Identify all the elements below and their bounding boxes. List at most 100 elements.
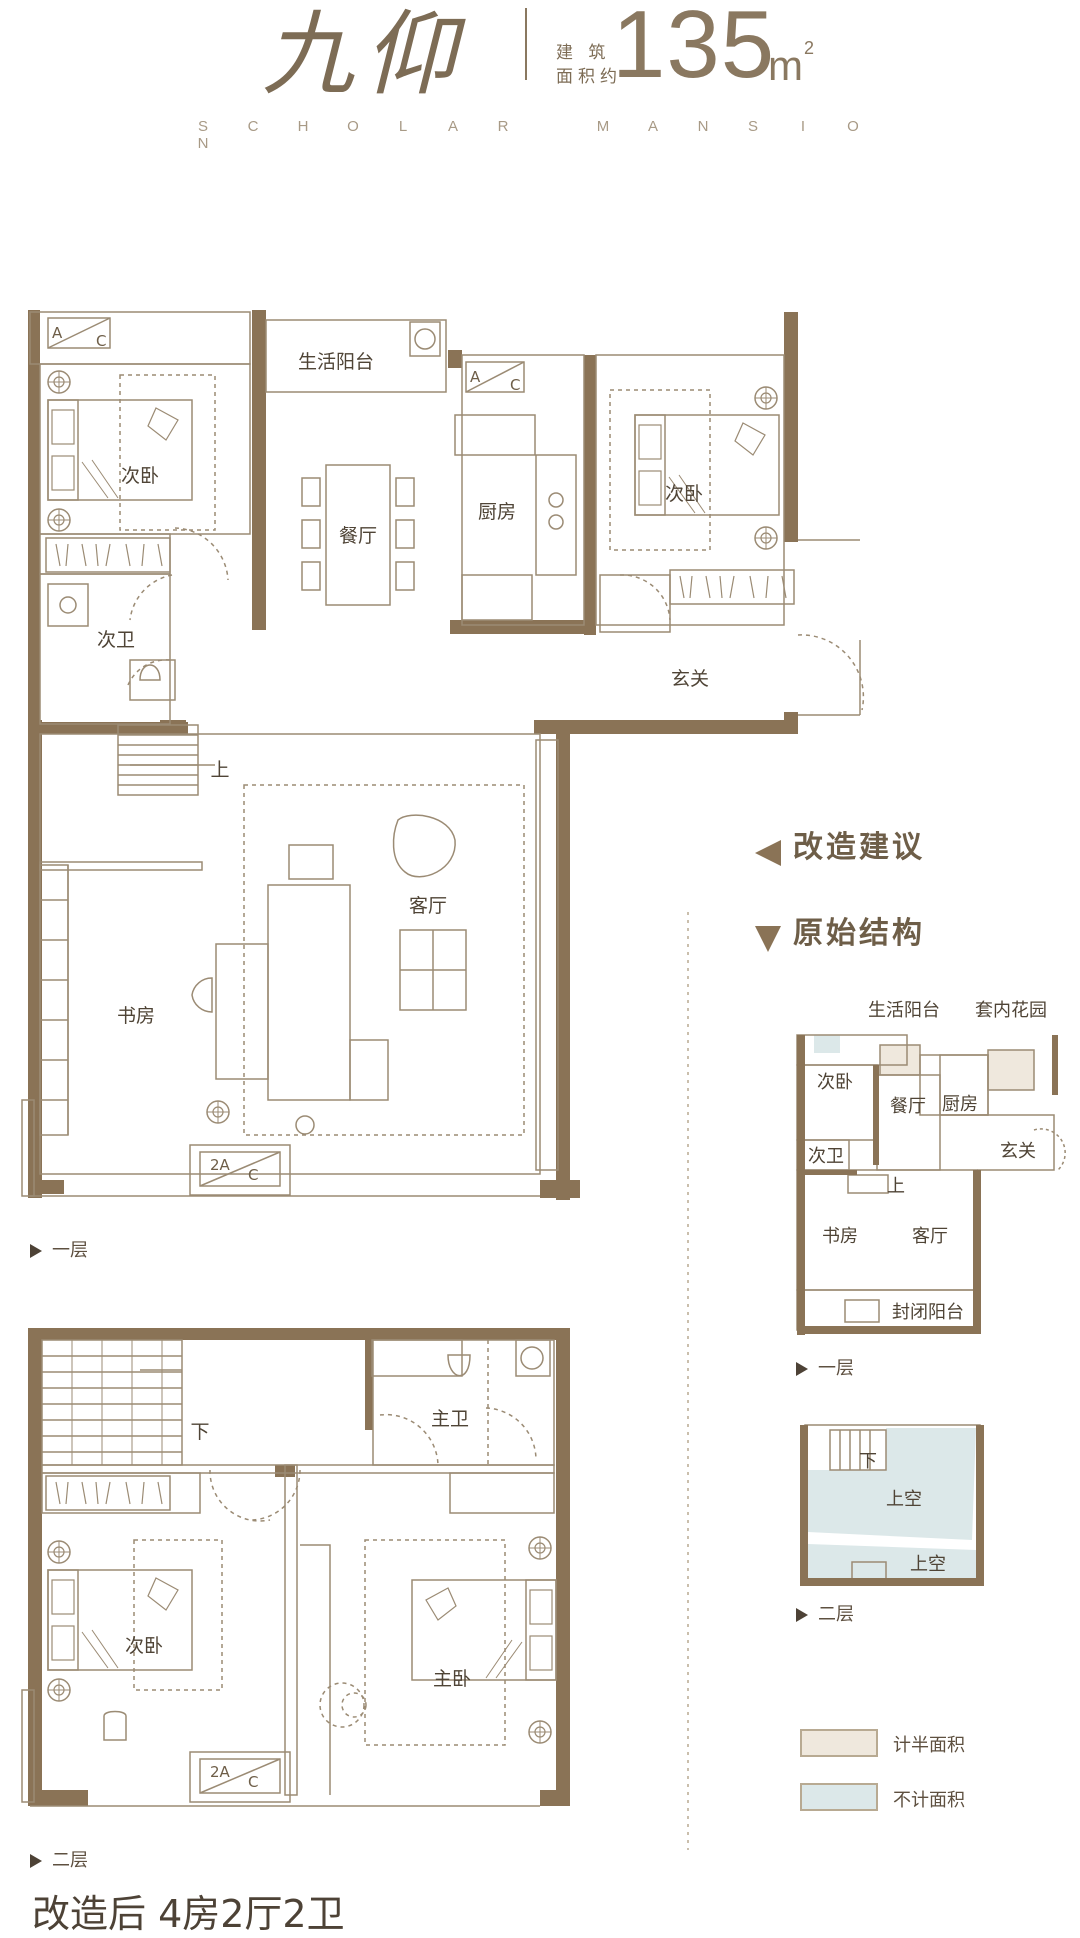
mini1-floor-label: 一层	[796, 1354, 854, 1380]
floor-label-text: 二层	[818, 1604, 854, 1625]
mini-label-kitchen: 厨房	[942, 1094, 978, 1115]
ac-label: C	[248, 1773, 258, 1791]
triangle-left-icon	[755, 839, 781, 866]
floor-label-text: 二层	[52, 1850, 88, 1871]
wardrobe-icon	[45, 1475, 171, 1511]
bed-icon	[47, 1569, 193, 1671]
room-label-balcony: 生活阳台	[298, 351, 374, 373]
stair-down-label: 下	[190, 1421, 209, 1443]
fixture-icon	[47, 1678, 71, 1702]
mini-plan1	[796, 1034, 1066, 1335]
bed-icon	[411, 1579, 557, 1681]
legend-half-area-label: 计半面积	[893, 1735, 965, 1756]
room-label-master-bath: 主卫	[431, 1408, 469, 1430]
chair-icon	[191, 977, 213, 1013]
plan2-labels: 下 主卫 次卧 主卧	[125, 1408, 471, 1690]
mini-label-down: 下	[859, 1451, 877, 1472]
mini2-labels: 下 上空 上空	[859, 1451, 946, 1575]
plan1-labels: 生活阳台 餐厅 厨房 次卧 次卧 次卫 玄关 客厅 书房 上	[97, 351, 709, 1027]
play-icon	[30, 1244, 42, 1258]
ac-label: 2A	[210, 1763, 231, 1781]
mini-label-bath: 次卫	[808, 1146, 844, 1167]
plan1-floor-label: 一层	[30, 1236, 88, 1262]
ac-label: 2A	[210, 1156, 231, 1174]
legend-suggestion-text: 改造建议	[793, 830, 925, 865]
ac-label: C	[96, 332, 106, 350]
plan1-walls	[28, 310, 798, 1200]
legend-original: 原始结构	[755, 908, 925, 952]
fixture-icon	[754, 526, 778, 550]
room-label-bedroom: 次卧	[125, 1635, 163, 1657]
plan2-walls	[28, 1328, 570, 1806]
plan2-thin-lines	[21, 1339, 555, 1807]
plan2-floor-label: 二层	[30, 1846, 88, 1872]
mini-label-balcony: 生活阳台	[868, 1000, 940, 1021]
title-divider	[525, 8, 527, 80]
fixture-icon	[47, 508, 71, 532]
ac-label: A	[470, 368, 481, 386]
room-label-dining: 餐厅	[339, 525, 377, 547]
mini-label-entry: 玄关	[1000, 1141, 1036, 1162]
subtitle-letter: O	[847, 118, 859, 135]
fixture-icon	[47, 1540, 71, 1564]
mini1-labels: 生活阳台 套内花园 次卧 餐厅 厨房 次卫 上 玄关 书房 客厅 封闭阳台	[808, 1000, 1047, 1323]
mini-label-bedroom: 次卧	[817, 1072, 853, 1093]
mini-label-garden: 套内花园	[975, 1000, 1047, 1021]
swatch-half-area	[800, 1729, 878, 1757]
ac-label: C	[248, 1166, 258, 1184]
room-label-master: 主卧	[433, 1668, 471, 1690]
area-label-line2: 面积约	[556, 67, 622, 87]
mini-label-study: 书房	[822, 1226, 858, 1247]
subtitle-letter: N	[697, 118, 709, 135]
subtitle-letter: N	[197, 135, 209, 152]
play-icon	[30, 1854, 42, 1868]
room-label-bedroom-right: 次卧	[665, 483, 703, 505]
subtitle-letter: A	[647, 118, 658, 135]
wardrobe-icon	[45, 537, 171, 573]
mini-label-void1: 上空	[886, 1489, 922, 1510]
fixture-icon	[528, 1536, 552, 1560]
mini-label-enclosed-balcony: 封闭阳台	[892, 1302, 964, 1323]
mini-plan2	[800, 1424, 984, 1586]
subtitle-letter: M	[596, 118, 610, 135]
subtitle-letter: I	[800, 118, 806, 135]
room-label-kitchen: 厨房	[478, 501, 516, 523]
area-unit-sup: 2	[804, 38, 815, 58]
subtitle-letter: S	[747, 118, 758, 135]
subtitle-letter: H	[297, 118, 309, 135]
play-icon	[796, 1362, 808, 1376]
fixture-icon	[206, 1100, 230, 1124]
subtitle-letter: R	[497, 118, 509, 135]
subtitle-letter: A	[447, 118, 458, 135]
room-label-study: 书房	[117, 1005, 155, 1027]
floor-label-text: 一层	[818, 1358, 854, 1379]
legend-no-area-label: 不计面积	[893, 1790, 965, 1811]
room-label-entry: 玄关	[671, 668, 709, 690]
ac-label: C	[510, 376, 520, 394]
plan1-thin-lines	[21, 311, 865, 1197]
fixture-icon	[754, 386, 778, 410]
stair-up-label: 上	[210, 759, 229, 781]
triangle-down-icon	[755, 925, 781, 952]
area-label-line1: 建 筑	[556, 43, 611, 63]
subtitle-letter: S	[197, 118, 208, 135]
mini-label-void2: 上空	[910, 1554, 946, 1575]
ac-label: A	[52, 324, 63, 342]
mini2-floor-label: 二层	[796, 1600, 854, 1626]
swatch-no-area	[800, 1783, 878, 1811]
subtitle-letter: O	[347, 118, 359, 135]
play-icon	[796, 1608, 808, 1622]
subtitle-letter: C	[247, 118, 259, 135]
subtitle-letter: L	[398, 118, 408, 135]
floor-label-text: 一层	[52, 1240, 88, 1261]
wardrobe-icon	[669, 569, 795, 605]
legend-original-text: 原始结构	[793, 916, 925, 951]
ac-labels-plan2: 2A C	[210, 1763, 258, 1791]
area-unit: m	[768, 42, 803, 89]
mini-label-dining: 餐厅	[890, 1096, 926, 1117]
legend-suggestion: 改造建议	[755, 822, 925, 866]
room-label-bedroom-left: 次卧	[121, 465, 159, 487]
room-label-living: 客厅	[409, 895, 447, 917]
